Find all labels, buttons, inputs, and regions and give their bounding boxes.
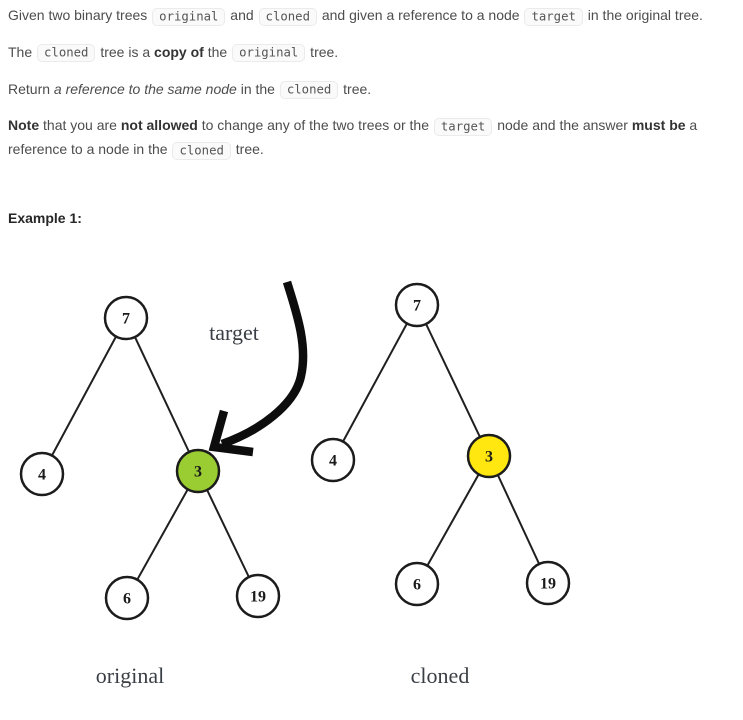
bold-text: copy of bbox=[154, 43, 204, 60]
tree-node-value: 6 bbox=[413, 577, 421, 594]
tree-node-value: 6 bbox=[123, 591, 131, 608]
text-run: Given two binary trees bbox=[8, 7, 152, 23]
tree-edge bbox=[416, 304, 490, 457]
inline-code: original bbox=[152, 7, 226, 26]
inline-code: target bbox=[524, 7, 583, 26]
tree-node-value: 3 bbox=[194, 464, 202, 481]
tree-node bbox=[175, 448, 221, 494]
target-arrow-shaft bbox=[220, 280, 308, 448]
tree-node-value: 7 bbox=[122, 311, 130, 328]
tree-edge bbox=[126, 470, 199, 599]
text-run: tree. bbox=[306, 43, 339, 60]
example-figure: 7 4 3 6 19 original 7 4 3 6 19 cloned target bbox=[0, 256, 743, 708]
tree-edge bbox=[332, 304, 418, 461]
text-run: Return bbox=[8, 80, 54, 97]
tree-edge bbox=[125, 317, 199, 472]
tree-node bbox=[394, 561, 440, 607]
text-run: in the bbox=[236, 80, 279, 97]
tree-edge bbox=[41, 317, 127, 475]
bold-text: must be bbox=[631, 117, 686, 134]
description-paragraph: Return a reference to the same node in t… bbox=[8, 78, 735, 102]
text-run: The bbox=[8, 43, 37, 60]
bold-text: not allowed bbox=[120, 117, 198, 134]
tree-node bbox=[104, 575, 150, 621]
tree-node-value: 4 bbox=[38, 467, 46, 484]
tree-node-value: 3 bbox=[485, 449, 493, 466]
tree-node-value: 19 bbox=[250, 589, 266, 606]
target-label: target bbox=[209, 320, 259, 345]
inline-code: original bbox=[232, 44, 306, 63]
tree-node bbox=[103, 295, 149, 341]
tree-node bbox=[466, 433, 512, 479]
text-run: node and the answer bbox=[493, 117, 632, 134]
tree-edge bbox=[197, 470, 259, 597]
tree-label-original: original bbox=[96, 663, 164, 688]
tree-node-value: 19 bbox=[540, 576, 556, 593]
problem-description: Given two binary trees original and clon… bbox=[0, 0, 743, 162]
text-run: a reference to a node in the bbox=[8, 117, 698, 158]
tree-node-value: 7 bbox=[413, 298, 421, 315]
italic-text: a reference to the same node bbox=[53, 80, 237, 97]
inline-code: cloned bbox=[258, 7, 317, 26]
example-heading: Example 1: bbox=[8, 209, 82, 226]
description-paragraph: Given two binary trees original and clon… bbox=[8, 4, 735, 28]
inline-code: target bbox=[433, 117, 493, 136]
bold-text: Note bbox=[8, 117, 40, 134]
tree-node bbox=[310, 437, 356, 483]
inline-code: cloned bbox=[172, 141, 231, 160]
tree-node bbox=[394, 282, 440, 328]
tree-edge bbox=[488, 455, 549, 584]
tree-node bbox=[19, 451, 65, 497]
tree-cloned: 7 4 3 6 19 cloned bbox=[310, 282, 571, 688]
text-run: to change any of the two trees or the bbox=[197, 117, 433, 134]
inline-code: cloned bbox=[279, 81, 339, 100]
tree-node bbox=[235, 573, 281, 619]
tree-node-value: 4 bbox=[329, 453, 337, 470]
description-paragraph: Note that you are not allowed to change … bbox=[8, 114, 735, 162]
text-run: and given a reference to a node bbox=[317, 7, 524, 23]
tree-original: 7 4 3 6 19 original bbox=[19, 295, 281, 688]
text-run: tree. bbox=[231, 141, 264, 158]
text-run: that you are bbox=[39, 117, 121, 134]
text-run: tree. bbox=[339, 80, 372, 97]
text-run: in the original tree. bbox=[583, 7, 703, 23]
text-run: and bbox=[226, 7, 258, 23]
tree-node bbox=[525, 560, 571, 606]
description-paragraph: The cloned tree is a copy of the origina… bbox=[8, 41, 735, 65]
text-run: the bbox=[203, 43, 232, 60]
target-arrow-head bbox=[208, 409, 254, 457]
text-run: tree is a bbox=[96, 43, 155, 60]
inline-code: cloned bbox=[37, 44, 96, 63]
binary-trees-svg: 7 4 3 6 19 original 7 4 3 6 19 cloned target bbox=[19, 280, 571, 688]
tree-label-cloned: cloned bbox=[411, 663, 470, 688]
tree-edge bbox=[416, 455, 490, 585]
